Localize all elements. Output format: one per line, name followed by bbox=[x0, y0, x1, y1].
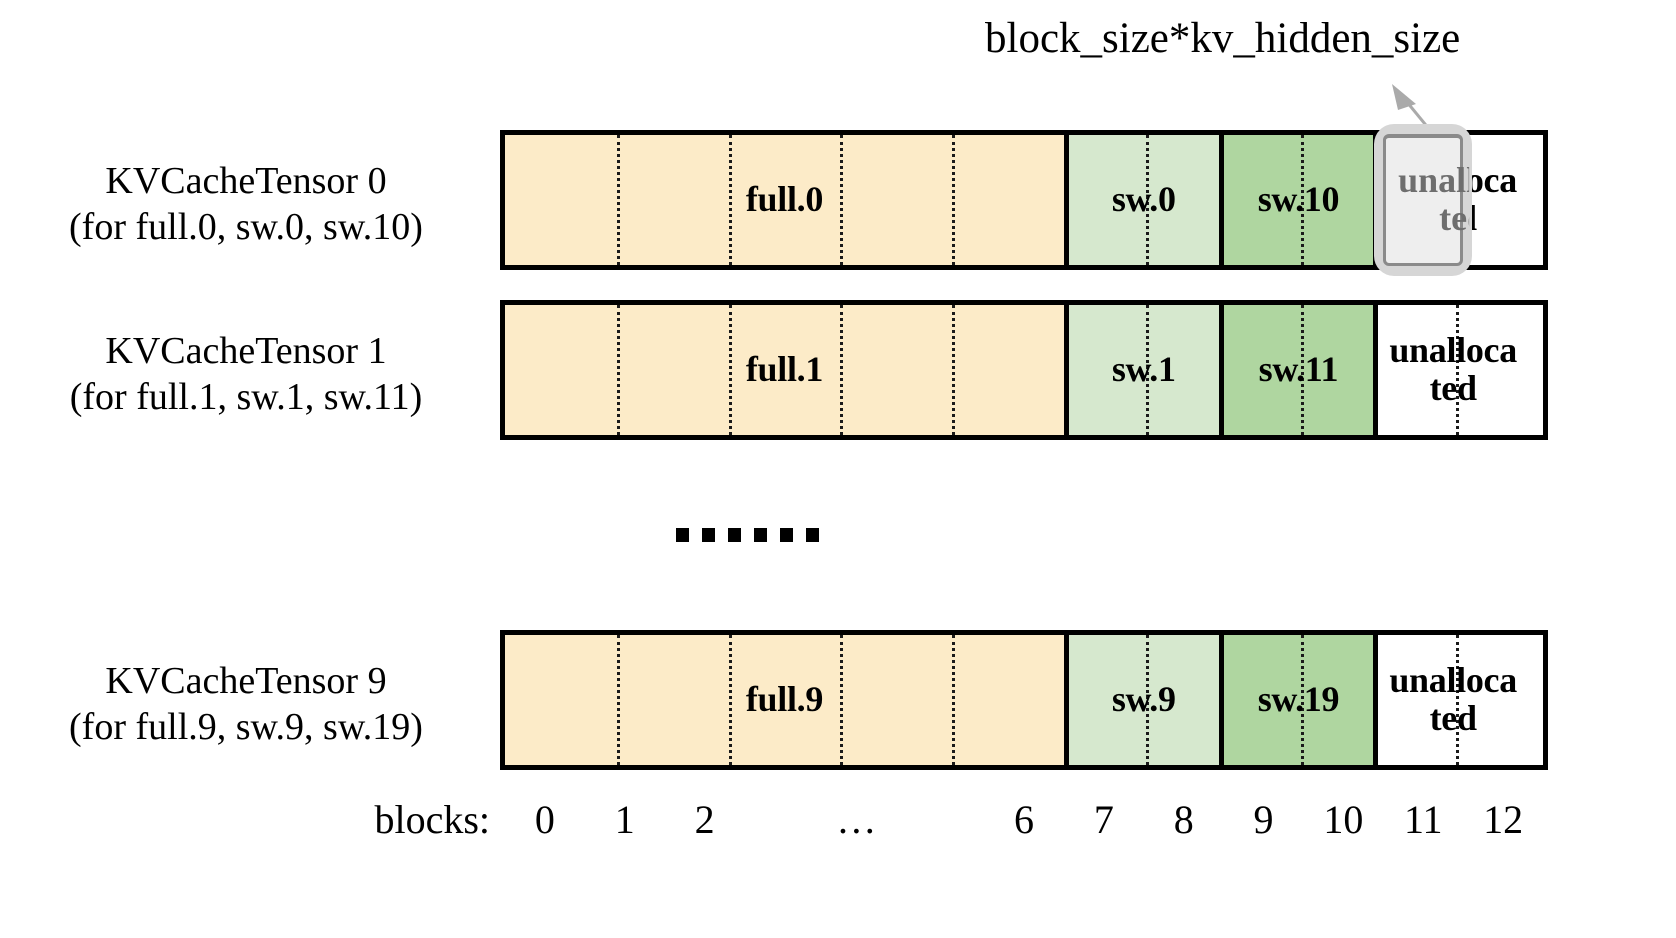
block-divider bbox=[616, 305, 620, 435]
axis-tick-…: … bbox=[836, 797, 877, 842]
block-divider bbox=[1300, 305, 1304, 435]
tensor-contents: (for full.9, sw.9, sw.19) bbox=[69, 706, 423, 749]
axis-tick-2: 2 bbox=[694, 797, 715, 842]
segment-label: full.0 bbox=[745, 179, 824, 220]
block-divider bbox=[1146, 135, 1150, 265]
segment-label: sw.19 bbox=[1257, 679, 1340, 720]
axis-title: blocks: bbox=[374, 797, 490, 842]
sw-dark-segment[interactable]: sw.11 bbox=[1218, 305, 1374, 435]
tensor-name: KVCacheTensor 1 bbox=[105, 330, 387, 372]
unallocated-segment[interactable]: unalloca ted bbox=[1373, 305, 1528, 435]
axis-tick-11: 11 bbox=[1403, 797, 1443, 842]
ellipsis-dot bbox=[676, 528, 689, 542]
ellipsis-dot bbox=[754, 528, 767, 542]
axis-tick-6: 6 bbox=[1014, 797, 1034, 842]
tensor-bar-tensor-9: full.9 sw.9 sw.19 unalloca ted bbox=[500, 630, 1548, 770]
segment-label: sw.9 bbox=[1111, 679, 1176, 720]
tensor-row-label-tensor-9: KVCacheTensor 9(for full.9, sw.9, sw.19) bbox=[0, 658, 492, 751]
segment-label: sw.11 bbox=[1258, 349, 1339, 390]
axis-tick-9: 9 bbox=[1253, 797, 1274, 842]
axis-tick-0: 0 bbox=[534, 797, 555, 842]
axis-tick-7: 7 bbox=[1093, 797, 1114, 842]
block-divider bbox=[1300, 635, 1304, 765]
axis-tick-8: 8 bbox=[1173, 797, 1194, 842]
tensor-row-label-tensor-0: KVCacheTensor 0(for full.0, sw.0, sw.10) bbox=[0, 158, 492, 251]
segment-label: full.9 bbox=[745, 679, 824, 720]
block-divider bbox=[616, 635, 620, 765]
ellipsis-dot bbox=[702, 528, 715, 542]
segment-label: unalloca ted bbox=[1389, 330, 1517, 408]
block-divider bbox=[728, 635, 732, 765]
axis-tick-12: 12 bbox=[1483, 797, 1524, 842]
axis-tick-1: 1 bbox=[614, 797, 635, 842]
axis-tick-10: 10 bbox=[1323, 797, 1364, 842]
segment-label: unalloca ted bbox=[1389, 660, 1517, 738]
block-divider bbox=[728, 135, 732, 265]
segment-label: sw.0 bbox=[1111, 179, 1176, 220]
block-divider bbox=[952, 635, 956, 765]
tensor-name: KVCacheTensor 9 bbox=[105, 660, 387, 702]
ellipsis-dot bbox=[728, 528, 741, 542]
sw-light-segment[interactable]: sw.1 bbox=[1063, 305, 1219, 435]
full-segment[interactable]: full.0 bbox=[505, 135, 1064, 265]
segment-label: full.1 bbox=[745, 349, 824, 390]
block-divider bbox=[616, 135, 620, 265]
full-segment[interactable]: full.1 bbox=[505, 305, 1064, 435]
full-segment[interactable]: full.9 bbox=[505, 635, 1064, 765]
sw-light-segment[interactable]: sw.9 bbox=[1063, 635, 1219, 765]
block-divider bbox=[1300, 135, 1304, 265]
block-divider bbox=[952, 135, 956, 265]
segment-label: sw.10 bbox=[1257, 179, 1340, 220]
sw-dark-segment[interactable]: sw.10 bbox=[1218, 135, 1374, 265]
unallocated-segment[interactable]: unalloca ted bbox=[1373, 135, 1528, 265]
sw-light-segment[interactable]: sw.0 bbox=[1063, 135, 1219, 265]
tensor-row-label-tensor-1: KVCacheTensor 1(for full.1, sw.1, sw.11) bbox=[0, 328, 492, 421]
sw-dark-segment[interactable]: sw.19 bbox=[1218, 635, 1374, 765]
segment-label: sw.1 bbox=[1111, 349, 1176, 390]
block-divider bbox=[840, 135, 844, 265]
block-divider bbox=[728, 305, 732, 435]
block-divider bbox=[1146, 635, 1150, 765]
tensor-contents: (for full.1, sw.1, sw.11) bbox=[69, 376, 423, 419]
ellipsis-dot bbox=[806, 528, 819, 542]
block-divider bbox=[840, 635, 844, 765]
tensor-contents: (for full.0, sw.0, sw.10) bbox=[69, 206, 423, 249]
tensor-name: KVCacheTensor 0 bbox=[105, 160, 387, 202]
block-divider bbox=[840, 305, 844, 435]
ellipsis-dot bbox=[780, 528, 793, 542]
block-divider bbox=[1455, 635, 1459, 765]
tensor-bar-tensor-0: full.0 sw.0 sw.10 unalloca ted bbox=[500, 130, 1548, 270]
rows-ellipsis bbox=[676, 528, 819, 542]
block-divider bbox=[1146, 305, 1150, 435]
block-divider bbox=[1455, 305, 1459, 435]
block-divider bbox=[952, 305, 956, 435]
tensor-bar-tensor-1: full.1 sw.1 sw.11 unalloca ted bbox=[500, 300, 1548, 440]
segment-label: unalloca ted bbox=[1389, 160, 1517, 238]
unallocated-segment[interactable]: unalloca ted bbox=[1373, 635, 1528, 765]
annotation-label: block_size*kv_hidden_size bbox=[985, 15, 1461, 62]
